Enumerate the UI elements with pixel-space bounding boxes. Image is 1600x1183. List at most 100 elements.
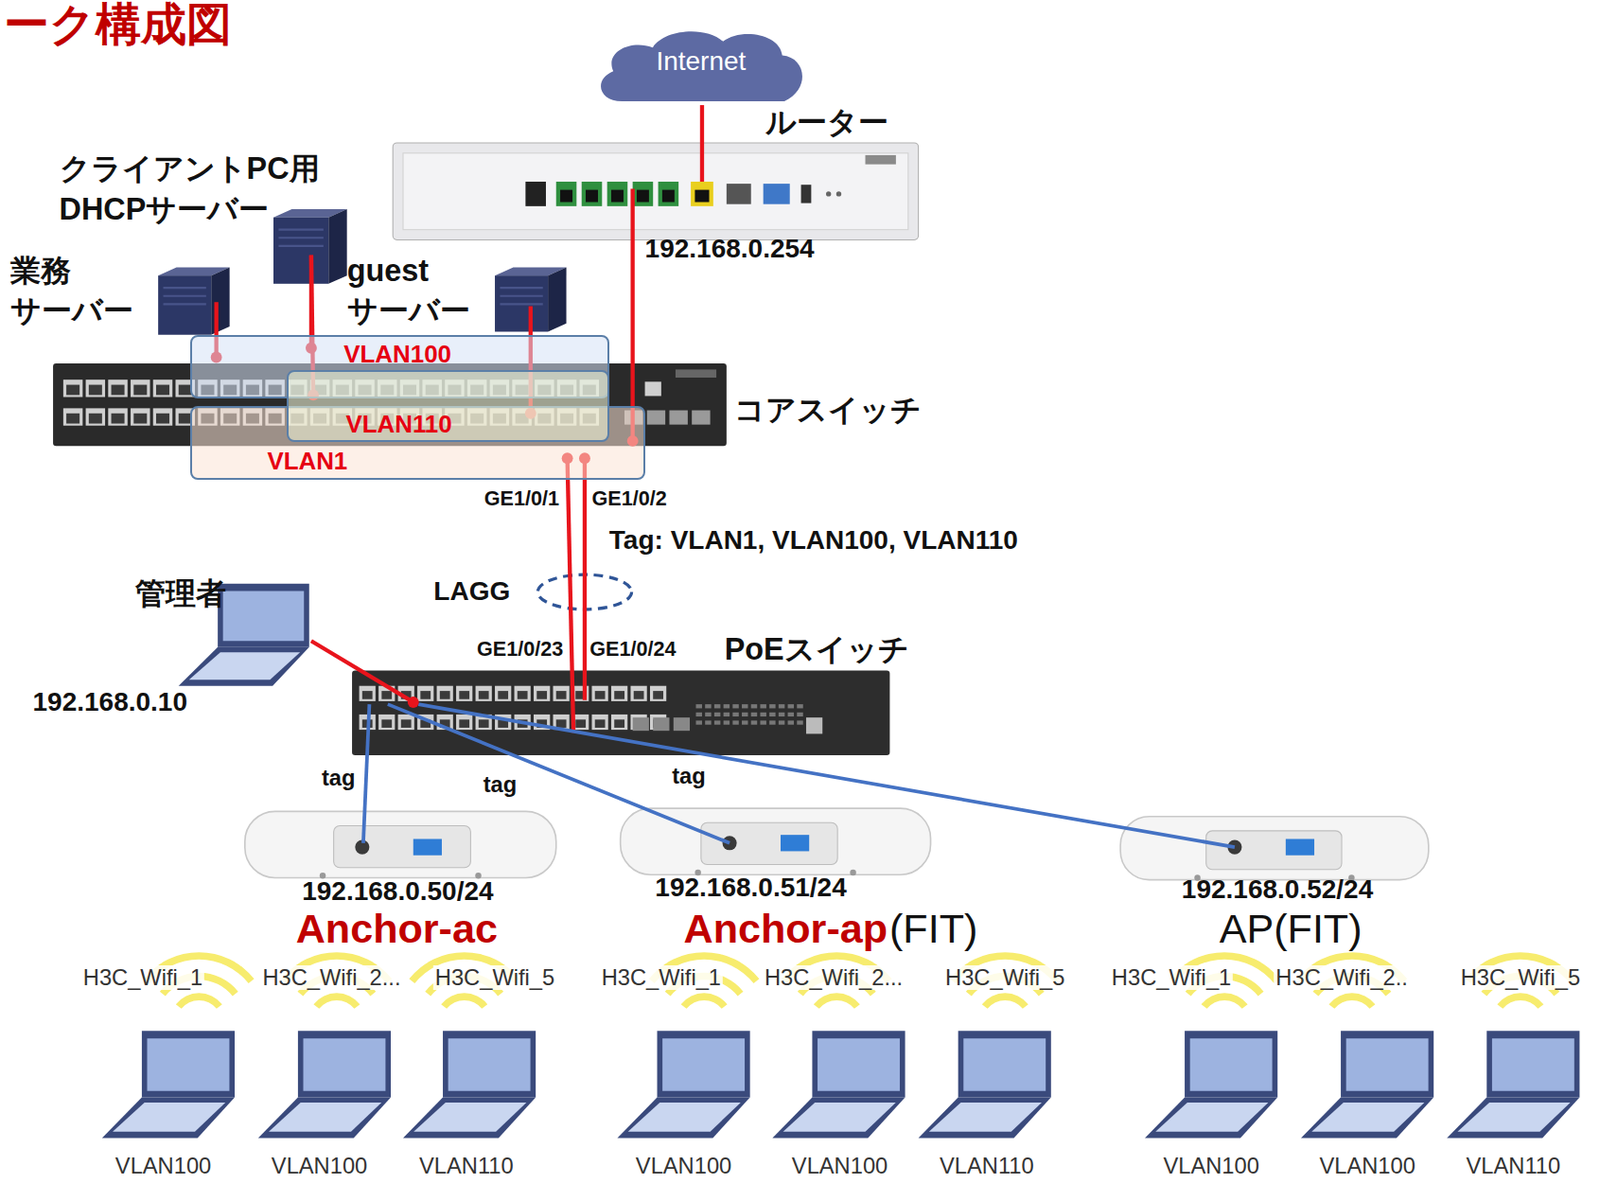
node-sublabel: (FIT): [889, 906, 978, 951]
laptop-base: [178, 647, 310, 686]
status-led: [751, 720, 757, 724]
laptop-keyboard: [268, 1102, 382, 1132]
status-led: [796, 712, 803, 717]
port-label: 192.168.0.254: [645, 234, 815, 264]
tagged-link: [387, 703, 730, 844]
admin-laptop: 管理者192.168.0.10: [183, 583, 312, 686]
laptop-screen: [1190, 1037, 1273, 1091]
sfp-port: [647, 410, 666, 425]
server-slot: [163, 286, 207, 289]
wifi-signal-arc: [440, 992, 488, 1009]
status-led: [778, 703, 785, 708]
vlan-client-label: VLAN110: [1466, 1153, 1562, 1179]
node-sublabel: Anchor-ac: [296, 906, 498, 951]
wired-link: [630, 189, 634, 441]
sfp-port: [673, 717, 690, 731]
switch-port-socket: [66, 385, 80, 396]
sfp-port: [632, 717, 650, 731]
laptop-base: [772, 1096, 905, 1138]
switch-port: [591, 714, 608, 730]
vlan-client-label: VLAN110: [939, 1153, 1035, 1179]
router-sfp-port: [726, 183, 752, 205]
switch-port: [63, 407, 83, 425]
switch-port-socket: [88, 385, 103, 396]
switch-port: [494, 685, 511, 702]
laptop-screen-frame: [217, 583, 310, 648]
ssid-label: H3C_Wifi_5: [943, 965, 1067, 990]
status-led: [741, 720, 748, 724]
server-slot: [278, 245, 323, 247]
status-led: [788, 720, 794, 724]
router-led: [826, 191, 831, 196]
switch-port-socket: [420, 690, 431, 700]
switch-port-socket: [381, 690, 392, 700]
business-server: 業務 サーバー: [158, 267, 229, 335]
node-label: PoEスイッチ: [724, 632, 910, 668]
switch-port-socket: [111, 413, 125, 424]
switch-port: [107, 407, 127, 425]
node-label: クライアントPC用 DHCPサーバー: [59, 148, 354, 229]
switch-port-socket: [133, 385, 147, 396]
server-slot: [499, 286, 543, 289]
switch-port: [130, 379, 150, 397]
status-led: [714, 703, 721, 708]
status-led: [759, 720, 766, 724]
router-console-port: [763, 183, 791, 205]
poe-switch: PoEスイッチ: [351, 700, 890, 756]
console-port: [1285, 838, 1315, 855]
ssid-label: H3C_Wifi_1: [81, 965, 205, 990]
access-point-plate: [701, 822, 838, 864]
server-front: [273, 217, 329, 284]
router-wan-port: [690, 181, 714, 207]
switch-port: [650, 685, 667, 702]
laptop-keyboard: [628, 1102, 741, 1132]
status-led: [695, 712, 702, 717]
status-led: [704, 703, 711, 708]
laptop-screen: [147, 1037, 230, 1091]
switch-port-socket: [575, 719, 586, 728]
wifi-signal-arc: [1496, 992, 1544, 1009]
router: ルーター: [392, 142, 918, 240]
vlan-client-label: VLAN100: [1162, 1153, 1259, 1179]
status-led: [788, 712, 794, 717]
status-led: [714, 712, 721, 717]
status-led: [769, 703, 775, 708]
switch-port-socket: [458, 719, 470, 728]
switch-port-socket: [111, 385, 125, 396]
switch-port: [153, 407, 173, 425]
router-usb-port: [801, 184, 812, 203]
status-led: [759, 712, 766, 717]
node-label: 192.168.0.52/24: [1181, 875, 1373, 905]
node-sublabel: AP(FIT): [1219, 906, 1363, 951]
access-point: 192.168.0.52/24AP(FIT): [1120, 846, 1429, 953]
poe-switch-body: [351, 670, 890, 757]
status-led: [714, 720, 721, 724]
vlan-client-label: VLAN100: [115, 1153, 211, 1179]
wired-link: [582, 457, 587, 701]
status-led: [769, 720, 775, 724]
router-logo-plate: [865, 155, 897, 165]
router-lan-port: [632, 181, 654, 207]
node-label: 192.168.0.50/24: [301, 877, 493, 907]
access-point: 192.168.0.51/24Anchor-ap(FIT): [620, 843, 932, 953]
switch-port: [378, 714, 395, 730]
switch-port: [86, 407, 106, 425]
server-slot: [163, 302, 207, 305]
wifi-signal-arc: [175, 992, 223, 1009]
laptop-screen-frame: [298, 1030, 391, 1097]
switch-port: [398, 714, 415, 730]
ssid-label: H3C_Wifi_2...: [762, 965, 905, 990]
server-front: [494, 275, 548, 332]
status-led: [732, 712, 739, 717]
vlan-client-label: VLAN100: [271, 1153, 368, 1179]
laptop-base: [1144, 1096, 1278, 1138]
access-point-body: [1120, 816, 1429, 880]
guest-server: guest サーバー: [494, 267, 566, 333]
switch-port: [514, 685, 531, 702]
switch-port: [153, 379, 173, 397]
status-led: [788, 703, 794, 708]
server-side: [547, 267, 566, 333]
switch-port-socket: [66, 413, 80, 424]
laptop-screen-frame: [141, 1030, 235, 1097]
ssid-label: H3C_Wifi_2...: [260, 965, 403, 990]
